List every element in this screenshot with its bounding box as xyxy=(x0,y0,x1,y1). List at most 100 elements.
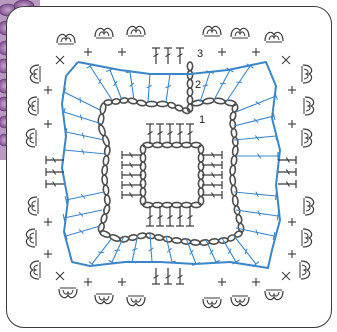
picot-loop xyxy=(127,297,145,306)
picot-stitch xyxy=(265,32,283,42)
round-label-1: 1 xyxy=(199,114,205,126)
picot-loop xyxy=(305,97,314,115)
picot-stitch xyxy=(26,129,36,147)
chain-stitch xyxy=(231,128,237,137)
double-crochet-stitch xyxy=(110,70,122,100)
picot-stitch xyxy=(30,65,40,83)
double-crochet-stitch xyxy=(132,234,138,262)
round-label-2: 2 xyxy=(195,79,201,91)
double-crochet-stitch xyxy=(64,150,106,154)
chain-stitch xyxy=(232,195,238,206)
double-crochet-stitch xyxy=(64,112,102,124)
picot-loop xyxy=(203,26,221,35)
picot-loop xyxy=(301,261,310,279)
chain-stitch xyxy=(229,175,235,186)
chain-stitch xyxy=(235,214,242,224)
picot-loop xyxy=(305,197,314,215)
picot-loop xyxy=(127,26,145,35)
picot-stitch xyxy=(203,26,221,36)
picot-loop xyxy=(59,289,77,298)
picot-stitch xyxy=(59,288,77,298)
picot-stitch xyxy=(302,65,312,83)
picot-stitch xyxy=(203,298,221,308)
picot-stitch xyxy=(302,129,312,147)
chain-stitch xyxy=(187,96,192,104)
chain-stitch xyxy=(140,162,145,171)
chain-stitch xyxy=(99,103,106,115)
picot-loop xyxy=(203,299,221,308)
chain-stitch xyxy=(231,155,237,165)
chain-stitch xyxy=(101,175,107,186)
double-crochet-stitch xyxy=(234,192,276,196)
double-crochet-stitch xyxy=(234,136,276,140)
picot-loop xyxy=(265,291,283,300)
stitch-slash xyxy=(203,85,209,86)
double-crochet-stitch xyxy=(166,74,170,102)
double-crochet-stitch xyxy=(66,132,104,140)
double-crochet-stitch xyxy=(200,72,210,102)
picot-stitch xyxy=(28,197,38,215)
picot-stitch xyxy=(302,229,312,247)
chain-stitch xyxy=(103,155,109,165)
picot-loop xyxy=(303,229,312,247)
picot-stitch xyxy=(231,296,249,306)
chain-stitch xyxy=(187,62,192,71)
double-crochet-stitch xyxy=(214,70,230,100)
chain-stitch xyxy=(146,101,157,106)
chain-stitch xyxy=(153,142,163,147)
stitch-top-bar xyxy=(148,262,156,263)
picot-stitch xyxy=(300,261,310,279)
chain-stitch xyxy=(198,162,203,171)
chain-stitch xyxy=(112,98,121,104)
stitch-top-bar xyxy=(276,132,277,140)
chain-stitch xyxy=(229,165,235,175)
picot-stitch xyxy=(304,197,314,215)
picot-loop xyxy=(30,65,39,83)
chain-stitch xyxy=(190,239,200,245)
chain-stitch xyxy=(157,101,168,106)
picot-stitch xyxy=(127,296,145,306)
double-crochet-stitch xyxy=(236,210,278,216)
picot-stitch xyxy=(231,28,249,38)
picot-loop xyxy=(57,34,75,43)
picot-loop xyxy=(265,32,283,41)
picot-loop xyxy=(95,295,113,304)
picot-loop xyxy=(26,129,35,147)
double-crochet-stitch xyxy=(234,116,274,126)
picot-loop xyxy=(26,229,35,247)
chain-stitch xyxy=(102,135,111,147)
stitch-slash xyxy=(245,249,247,254)
chain-stitch xyxy=(153,202,163,207)
double-crochet-stitch xyxy=(64,92,100,110)
stitch-slash xyxy=(80,115,81,121)
chain-stitch xyxy=(140,179,145,188)
stitch-top-bar xyxy=(276,192,277,200)
chain-stitch xyxy=(203,97,215,104)
chain-stitch xyxy=(187,79,192,88)
chain-stitch xyxy=(109,234,121,243)
chain-stitch xyxy=(229,120,235,129)
chain-stitch xyxy=(209,238,219,244)
picot-stitch xyxy=(26,229,36,247)
double-crochet-stitch xyxy=(64,210,102,218)
picot-stitch xyxy=(95,294,113,304)
stitch-top-bar xyxy=(146,74,154,75)
picot-loop xyxy=(303,129,312,147)
picot-stitch xyxy=(127,26,145,36)
picot-stitch xyxy=(30,261,40,279)
chain-stitch xyxy=(232,146,238,156)
picot-stitch xyxy=(265,290,283,300)
picot-stitch xyxy=(57,34,75,44)
chain-stitch xyxy=(101,165,107,175)
chain-stitch xyxy=(172,237,182,243)
chain-stitch xyxy=(98,124,107,136)
double-crochet-stitch xyxy=(66,226,100,236)
stitch-slash xyxy=(190,250,194,255)
picot-loop xyxy=(95,28,113,37)
stitch-top-bar xyxy=(277,212,278,220)
chain-stitch xyxy=(232,137,238,146)
double-crochet-stitch xyxy=(234,236,256,264)
picot-stitch xyxy=(95,28,113,38)
chain-stitch xyxy=(231,185,237,196)
